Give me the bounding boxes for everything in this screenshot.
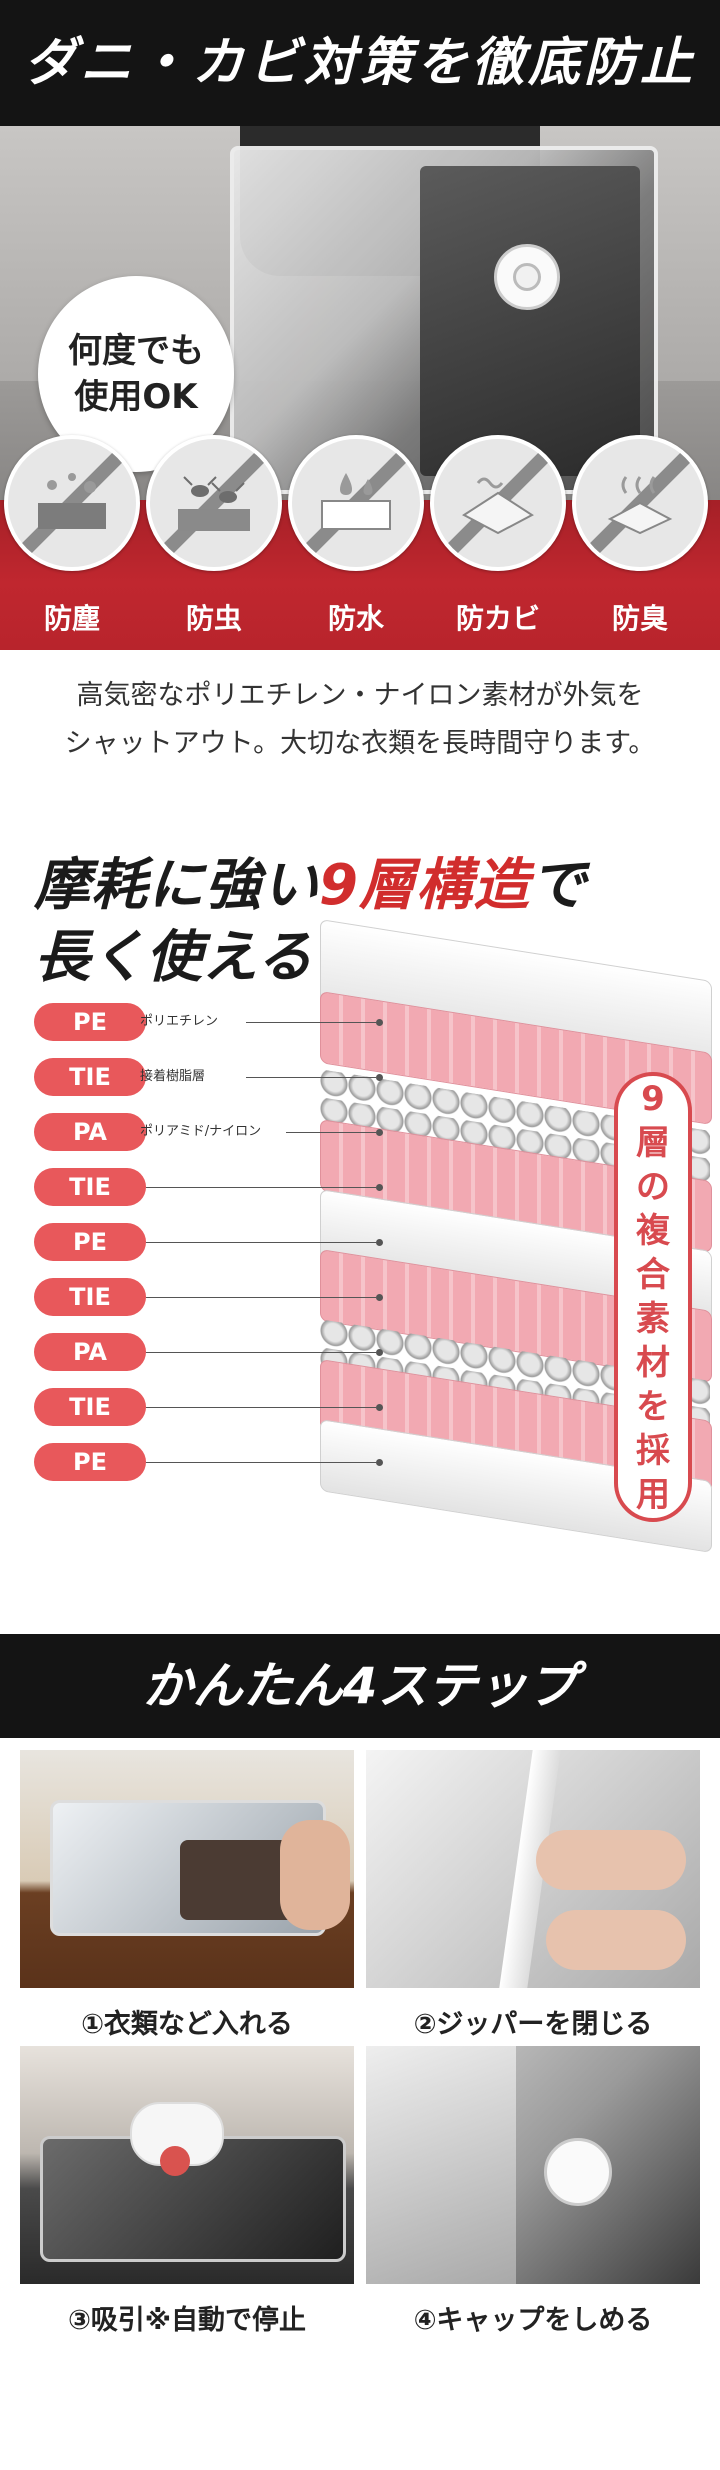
leader-line — [146, 1297, 376, 1298]
leader-line — [246, 1077, 376, 1078]
section1-description: 高気密なポリエチレン・ナイロン素材が外気を シャットアウト。大切な衣類を長時間守… — [0, 672, 720, 768]
leader-line — [146, 1187, 376, 1188]
leader-dot — [376, 1459, 383, 1466]
step-3-photo — [20, 2046, 354, 2284]
step-3: ③吸引※自動で停止 — [20, 2046, 354, 2337]
leader-line — [146, 1352, 376, 1353]
odor-icon — [572, 435, 708, 571]
leader-line — [246, 1022, 376, 1023]
feature-label: 防臭 — [611, 602, 668, 635]
vertical-char: 層 — [636, 1123, 670, 1163]
layer-tag: TIE — [34, 1278, 146, 1316]
section3-title: かんたん4ステップ — [142, 1657, 578, 1715]
vertical-char: 9 — [641, 1079, 665, 1119]
hand-illustration — [280, 1820, 350, 1930]
leader-line — [286, 1132, 376, 1133]
valve-icon — [494, 244, 560, 310]
vertical-char: 合 — [636, 1255, 670, 1295]
leader-line — [146, 1242, 376, 1243]
step-caption: ③吸引※自動で停止 — [67, 2305, 307, 2336]
bag-light-part — [366, 2046, 516, 2284]
bug-icon — [146, 435, 282, 571]
feature-mold: 防カビ — [430, 435, 566, 637]
reusable-badge: 何度でも 使用OK — [38, 276, 234, 472]
headline-highlight: 9層構造 — [319, 853, 530, 918]
feature-label: 防水 — [327, 602, 384, 635]
layer-tag: PE — [34, 1223, 146, 1261]
cap-icon — [544, 2138, 612, 2206]
water-icon — [288, 435, 424, 571]
step-1-photo — [20, 1750, 354, 1988]
step-caption: ④キャップをしめる — [413, 2305, 653, 2336]
vertical-char: 材 — [636, 1343, 670, 1383]
layer-note: ポリアミド/ナイロン — [140, 1124, 262, 1139]
leader-dot — [376, 1349, 383, 1356]
leader-dot — [376, 1239, 383, 1246]
layer-tag: PA — [34, 1113, 146, 1151]
step-2: ②ジッパーを閉じる — [366, 1750, 700, 2041]
badge-line-2: 使用OK — [74, 377, 198, 417]
leader-line — [146, 1407, 376, 1408]
leader-dot — [376, 1294, 383, 1301]
vertical-char: 素 — [636, 1299, 670, 1339]
dust-icon — [4, 435, 140, 571]
feature-water: 防水 — [288, 435, 424, 637]
hand-illustration — [546, 1910, 686, 1970]
section1-title: ダニ・カビ対策を徹底防止 — [23, 33, 696, 93]
layer-tag: PE — [34, 1443, 146, 1481]
feature-odor: 防臭 — [572, 435, 708, 637]
leader-dot — [376, 1404, 383, 1411]
leader-dot — [376, 1184, 383, 1191]
layer-note: 接着樹脂層 — [140, 1069, 206, 1084]
feature-label: 防カビ — [455, 602, 540, 635]
mold-icon — [430, 435, 566, 571]
step-4-photo — [366, 2046, 700, 2284]
feature-label: 防虫 — [185, 602, 242, 635]
headline-post: で — [529, 853, 587, 918]
step-caption: ②ジッパーを閉じる — [413, 2009, 653, 2040]
step-1: ①衣類など入れる — [20, 1750, 354, 2041]
section3-banner: かんたん4ステップ — [0, 1634, 720, 1738]
step-4: ④キャップをしめる — [366, 2046, 700, 2337]
feature-bug: 防虫 — [146, 435, 282, 637]
badge-line-1: 何度でも — [68, 331, 204, 371]
vertical-char: の — [636, 1167, 670, 1207]
vertical-char: 複 — [636, 1211, 670, 1251]
hand-illustration — [536, 1830, 686, 1890]
leader-dot — [376, 1129, 383, 1136]
layer-tag: PE — [34, 1003, 146, 1041]
feature-dust: 防塵 — [4, 435, 140, 637]
layer-tag: TIE — [34, 1388, 146, 1426]
section1-banner: ダニ・カビ対策を徹底防止 — [0, 0, 720, 126]
layer-tag: PA — [34, 1333, 146, 1371]
leader-dot — [376, 1019, 383, 1026]
nine-layer-label: 9 層 の 複 合 素 材 を 採 用 — [614, 1072, 692, 1522]
valve-icon — [160, 2146, 190, 2176]
feature-icons: 防塵 防虫 防水 防カビ 防臭 — [0, 435, 720, 650]
vertical-char: を — [636, 1387, 670, 1427]
description-line-1: 高気密なポリエチレン・ナイロン素材が外気を — [76, 680, 644, 711]
leader-dot — [376, 1074, 383, 1081]
feature-label: 防塵 — [43, 602, 100, 635]
section2-headline-line2: 長く使える — [34, 925, 313, 990]
layer-tag: TIE — [34, 1058, 146, 1096]
description-line-2: シャットアウト。大切な衣類を長時間守ります。 — [64, 728, 656, 759]
bag-contents — [420, 166, 640, 476]
layer-tag: TIE — [34, 1168, 146, 1206]
step-2-photo — [366, 1750, 700, 1988]
headline-pre: 摩耗に強い — [34, 853, 319, 918]
leader-line — [146, 1462, 376, 1463]
vertical-char: 採 — [636, 1431, 670, 1471]
section2-headline: 摩耗に強い9層構造で — [34, 840, 587, 921]
vertical-char: 用 — [636, 1475, 670, 1515]
layer-note: ポリエチレン — [140, 1014, 219, 1029]
step-caption: ①衣類など入れる — [81, 2009, 293, 2040]
